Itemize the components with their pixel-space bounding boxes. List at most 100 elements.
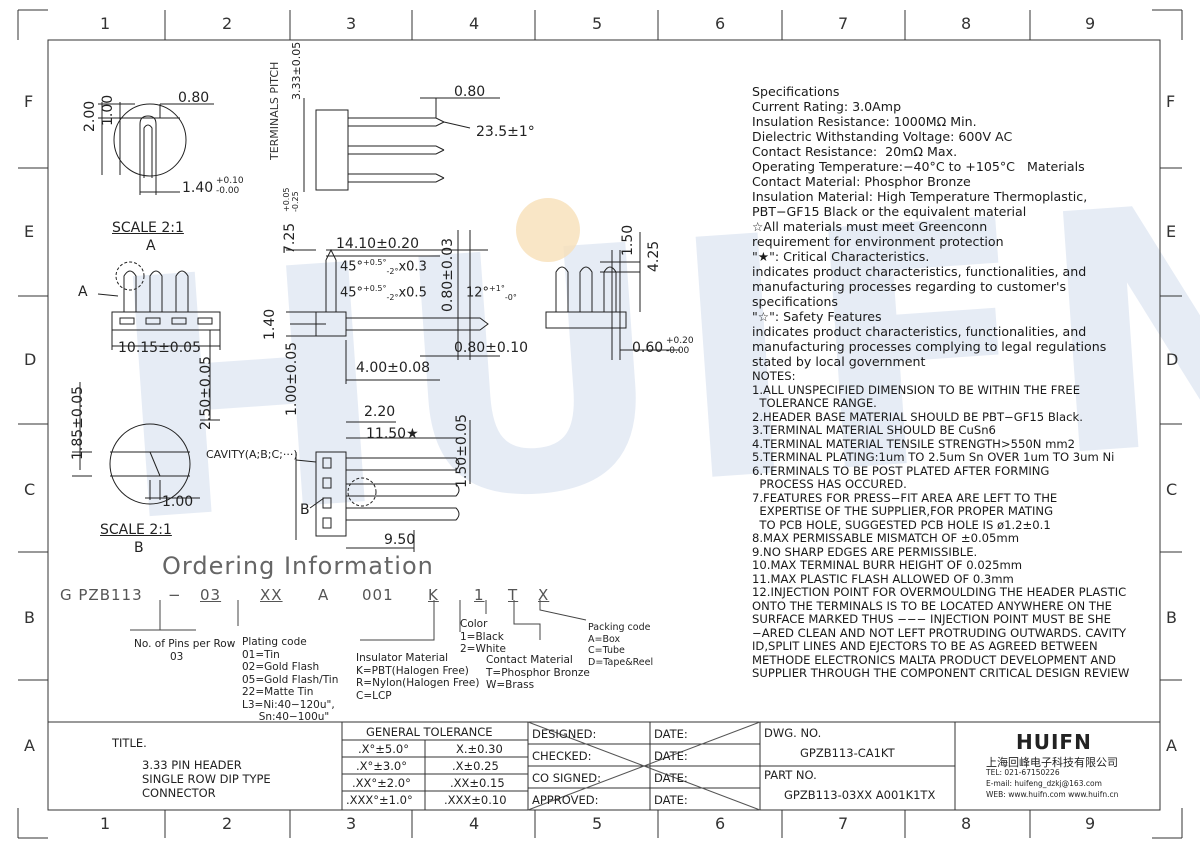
terminals-pitch-label: TERMINALS PITCH — [268, 61, 281, 160]
dim-label: 3.33±0.05 — [290, 41, 303, 100]
designed-label: DESIGNED: — [532, 727, 597, 741]
spec-line: Current Rating: 3.0Amp — [752, 99, 902, 114]
col-number: 9 — [1085, 14, 1096, 33]
note-line: 9.NO SHARP EDGES ARE PERMISSIBLE. — [752, 544, 978, 559]
spec-line: manufacturing processes regarding to cus… — [752, 279, 1067, 294]
dim-label: 0.80±0.03 — [440, 237, 456, 312]
spec-line: PBT−GF15 Black or the equivalent materia… — [752, 204, 1027, 219]
dim-label: 0.80±0.10 — [454, 340, 529, 356]
dim-label: 1.85±0.05 — [70, 385, 86, 460]
general-tolerance-header: GENERAL TOLERANCE — [366, 725, 493, 739]
spec-line: stated by local government — [752, 354, 926, 369]
dim-label: 1.40 — [182, 180, 214, 196]
spec-line: Contact Material: Phosphor Bronze — [752, 174, 971, 189]
row-letter: A — [24, 736, 35, 755]
checked-label: CHECKED: — [532, 749, 592, 763]
end-view — [545, 232, 680, 360]
company-name: 上海回峰电子科技有限公司 — [986, 756, 1118, 769]
dim-label: 11.50★ — [366, 426, 419, 442]
note-line: ID,SPLIT LINES AND EJECTORS TO BE AS AGR… — [752, 639, 1098, 653]
dim-label: 1.50±0.05 — [454, 413, 470, 488]
plating-code: Plating code 01=Tin 02=Gold Flash 05=Gol… — [242, 636, 339, 723]
scale-b-label: SCALE 2:1 — [100, 522, 172, 538]
spec-line: "★": Critical Characteristics. — [752, 249, 930, 264]
company-tel: TEL: 021-67150226 — [986, 768, 1060, 777]
packing-code: Packing code A=Box C=Tube D=Tape&Reel — [588, 622, 654, 668]
co-signed-label: CO SIGNED: — [532, 771, 601, 785]
order-code-001: 001 — [362, 586, 394, 604]
detail-a-view — [98, 102, 214, 195]
col-number: 1 — [100, 814, 111, 833]
note-line: 7.FEATURES FOR PRESS−FIT AREA ARE LEFT T… — [752, 490, 1058, 505]
tol-angle: .X°±5.0° — [358, 742, 409, 756]
dim-label: 1.00 — [100, 94, 116, 126]
title-block-lines — [47, 721, 1161, 811]
note-line: PROCESS HAS OCCURED. — [752, 477, 907, 491]
callout-a: A — [78, 284, 88, 300]
row-letter: E — [1166, 222, 1177, 241]
tol-angle: .X°±3.0° — [356, 759, 407, 773]
notes-block: NOTES:1.ALL UNSPECIFIED DIMENSION TO BE … — [752, 369, 1130, 681]
col-number: 5 — [592, 14, 603, 33]
spec-line: ☆All materials must meet Greenconn — [752, 219, 988, 234]
spec-line: Insulation Material: High Temperature Th… — [752, 189, 1088, 204]
col-number: 9 — [1085, 814, 1096, 833]
row-letter: D — [1166, 350, 1179, 369]
scale-a-label: SCALE 2:1 — [112, 220, 184, 236]
pins-label: No. of Pins per Row — [134, 638, 236, 650]
col-number: 5 — [592, 814, 603, 833]
order-code-pins: 03 — [200, 586, 222, 604]
color-code: Color 1=Black 2=White — [460, 618, 507, 655]
dim-label: 2.20 — [364, 404, 396, 420]
tol-linear: .X±0.25 — [452, 759, 499, 773]
dim-label: 0.80 — [454, 84, 486, 100]
dim-label: 1.40 — [262, 308, 278, 340]
dim-label: 1.00±0.05 — [284, 341, 300, 416]
note-line: TO PCB HOLE, SUGGESTED PCB HOLE IS ø1.2±… — [752, 517, 1051, 532]
spec-line: specifications — [752, 294, 838, 309]
note-line: METHODE ELECTRONICS MALTA PRODUCT DEVELO… — [752, 652, 1116, 667]
note-line: TOLERANCE RANGE. — [752, 396, 877, 410]
dim-label: 0.80 — [178, 90, 210, 106]
title-line: CONNECTOR — [142, 786, 216, 800]
spec-line: Insulation Resistance: 1000MΩ Min. — [752, 114, 977, 129]
dim-label: 23.5±1° — [476, 124, 535, 140]
spec-line: Specifications — [752, 84, 840, 99]
row-letter: D — [24, 350, 37, 369]
dim-label: 10.15±0.05 — [118, 340, 201, 356]
insulator-material: Insulator Material K=PBT(Halogen Free) R… — [356, 652, 480, 702]
dim-label: 1.00 — [162, 494, 194, 510]
ordering-title: Ordering Information — [162, 552, 434, 580]
cavity-label: CAVITY(A;B;C;···) — [206, 448, 298, 461]
note-line: 10.MAX TERMINAL BURR HEIGHT OF 0.025mm — [752, 558, 1023, 572]
angle-dim: 12°+1°-0° — [466, 284, 517, 302]
tol-label: +0.10 — [216, 176, 244, 186]
spec-line: Dielectric Withstanding Voltage: 600V AC — [752, 129, 1013, 144]
order-code-color: 1 — [474, 586, 485, 604]
spec-line: "☆": Safety Features — [752, 309, 882, 324]
col-number: 1 — [100, 14, 111, 33]
order-code-a: A — [318, 586, 330, 604]
ordering-leaders — [130, 600, 587, 641]
dwg-no: GPZB113-CA1KT — [800, 746, 895, 760]
note-line: EXPERTISE OF THE SUPPLIER,FOR PROPER MAT… — [752, 504, 1054, 518]
note-line: 3.TERMINAL MATERIAL SHOULD BE CuSn6 — [752, 423, 996, 437]
tol-label: +0.05-0.25 — [282, 187, 300, 212]
row-letter: C — [24, 480, 36, 499]
order-code-sep: − — [168, 586, 182, 604]
note-line: SUPPLIER THROUGH THE COMPONENT CRITICAL … — [752, 666, 1130, 680]
note-line: 4.TERMINAL MATERIAL TENSILE STRENGTH>550… — [752, 436, 1076, 451]
col-number: 3 — [346, 14, 357, 33]
spec-line: manufacturing processes complying to leg… — [752, 339, 1107, 354]
tol-label: -0.00 — [216, 186, 240, 196]
order-code-plating: XX — [260, 586, 283, 604]
col-number: 7 — [838, 14, 849, 33]
col-number: 2 — [222, 814, 233, 833]
order-code-packing: X — [538, 586, 550, 604]
title-line: SINGLE ROW DIP TYPE — [142, 772, 271, 786]
dwg-no-label: DWG. NO. — [764, 726, 822, 740]
date-label: DATE: — [654, 771, 688, 785]
dim-label: 4.25 — [646, 240, 662, 272]
